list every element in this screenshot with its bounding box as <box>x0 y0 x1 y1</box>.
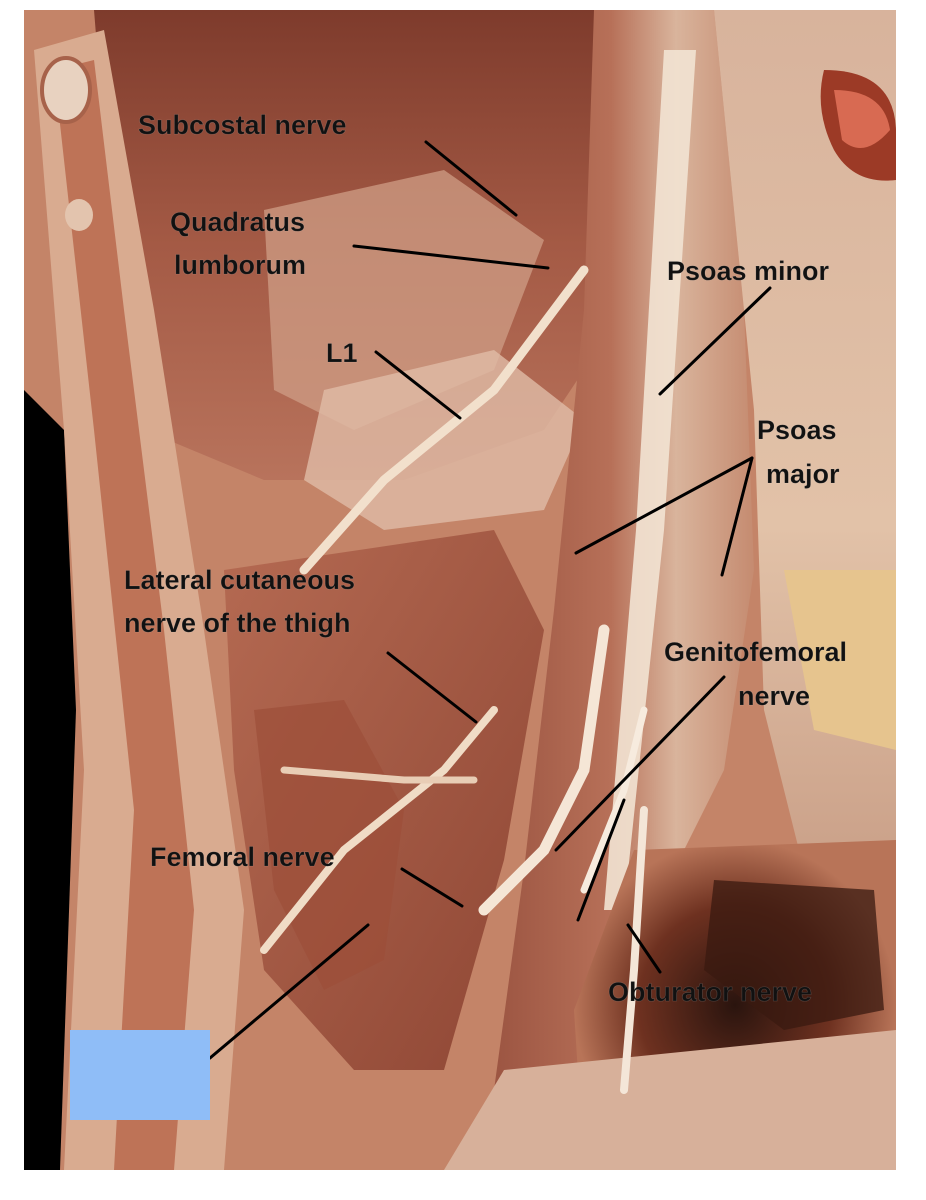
leader-lateral-cutaneous <box>386 651 478 724</box>
vessel-lumen <box>834 90 890 148</box>
leader-l1 <box>374 350 462 420</box>
leader-genitofemoral-2 <box>576 798 626 922</box>
answer-box[interactable] <box>70 1030 210 1120</box>
subcostal-nerve-path <box>299 265 589 575</box>
genitofemoral-nerve-path <box>580 706 648 894</box>
label-l1: L1 <box>326 338 358 368</box>
label-femoral-nerve: Femoral nerve <box>150 842 335 872</box>
intervertebral-disc <box>784 570 896 750</box>
leader-subcostal <box>424 140 518 217</box>
leader-psoas-minor <box>658 286 772 396</box>
dissection-figure: Subcostal nerve Quadratus lumborum L1 Ps… <box>24 10 896 1170</box>
inguinal-region <box>444 1030 896 1170</box>
label-genitofemoral: Genitofemoral <box>664 637 847 667</box>
leader-answer-box <box>208 923 370 1060</box>
label-obturator-nerve: Obturator nerve <box>608 977 812 1007</box>
obturator-nerve-path <box>620 806 648 1094</box>
ilioinguinal-nerve-path <box>280 766 478 784</box>
label-psoas-minor: Psoas minor <box>667 256 830 286</box>
label-lateral-cutaneous: Lateral cutaneous <box>124 565 355 595</box>
leader-femoral <box>400 867 464 908</box>
label-lateral-cutaneous: nerve of the thigh <box>124 608 351 638</box>
label-psoas-major: Psoas <box>757 415 837 445</box>
leader-quadratus <box>352 244 550 270</box>
label-psoas-major: major <box>766 459 840 489</box>
rib-cross-section <box>40 56 92 124</box>
background-edge <box>24 390 76 1170</box>
dissection-image: Subcostal nerve Quadratus lumborum L1 Ps… <box>24 10 896 1170</box>
leader-genitofemoral-1 <box>554 675 726 852</box>
label-quadratus-lumborum: lumborum <box>174 250 306 280</box>
abdominal-wall-muscle <box>54 60 194 1170</box>
leader-psoas-major-2 <box>720 456 754 577</box>
leader-obturator <box>626 923 662 974</box>
label-subcostal-nerve: Subcostal nerve <box>138 110 347 140</box>
psoas-minor-tendon <box>604 50 696 910</box>
leader-psoas-major-1 <box>574 456 754 555</box>
label-quadratus-lumborum: Quadratus <box>170 207 305 237</box>
label-genitofemoral: nerve <box>738 681 810 711</box>
pelvic-shadow <box>704 880 884 1030</box>
femoral-nerve-path <box>478 624 610 916</box>
lateral-cutaneous-nerve-path <box>260 706 498 954</box>
rib-cross-section <box>65 199 93 231</box>
